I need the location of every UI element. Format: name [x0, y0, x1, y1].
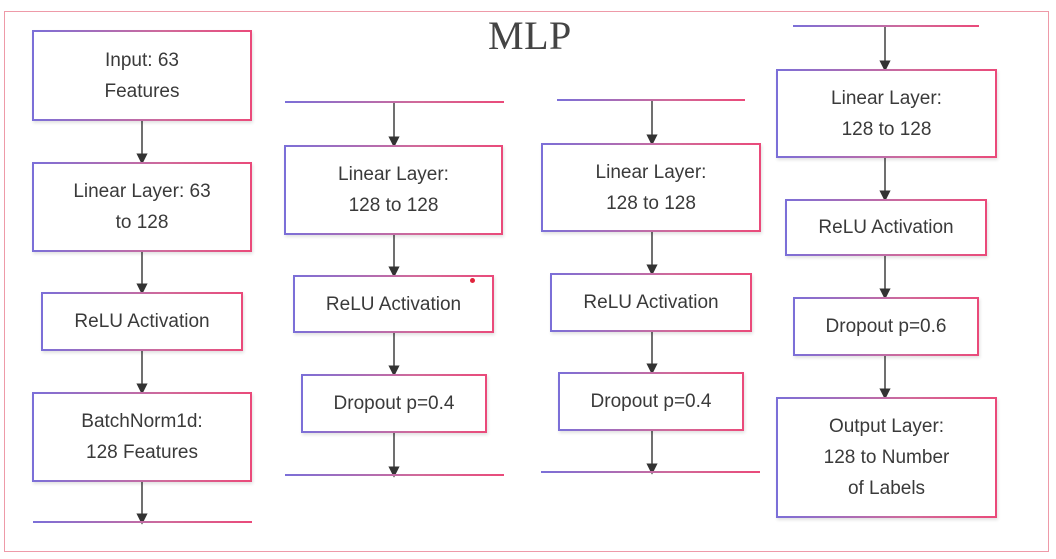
connector-bar-col1-bottom — [33, 521, 252, 523]
block-relu-2: ReLU Activation — [293, 275, 494, 333]
block-linear-layer-4: Linear Layer:128 to 128 — [776, 69, 997, 158]
connector-bar-col2-bottom — [285, 474, 504, 476]
connector-bar-col4-top — [793, 25, 979, 27]
block-linear-layer-3: Linear Layer:128 to 128 — [541, 143, 761, 232]
block-relu-1: ReLU Activation — [41, 292, 243, 351]
annotation-dot — [470, 278, 475, 283]
block-dropout-2: Dropout p=0.4 — [558, 372, 744, 431]
connector-bar-col3-top — [557, 99, 745, 101]
diagram-frame — [4, 11, 1049, 552]
diagram-title: MLP — [488, 13, 572, 58]
block-dropout-1: Dropout p=0.4 — [301, 374, 487, 433]
block-linear-layer-2: Linear Layer:128 to 128 — [284, 145, 503, 235]
connector-bar-col3-bottom — [541, 471, 760, 473]
block-batchnorm: BatchNorm1d:128 Features — [32, 392, 252, 482]
connector-bar-col2-top — [285, 101, 504, 103]
block-relu-3: ReLU Activation — [550, 273, 752, 332]
block-relu-4: ReLU Activation — [785, 199, 987, 256]
block-dropout-3: Dropout p=0.6 — [793, 297, 979, 356]
